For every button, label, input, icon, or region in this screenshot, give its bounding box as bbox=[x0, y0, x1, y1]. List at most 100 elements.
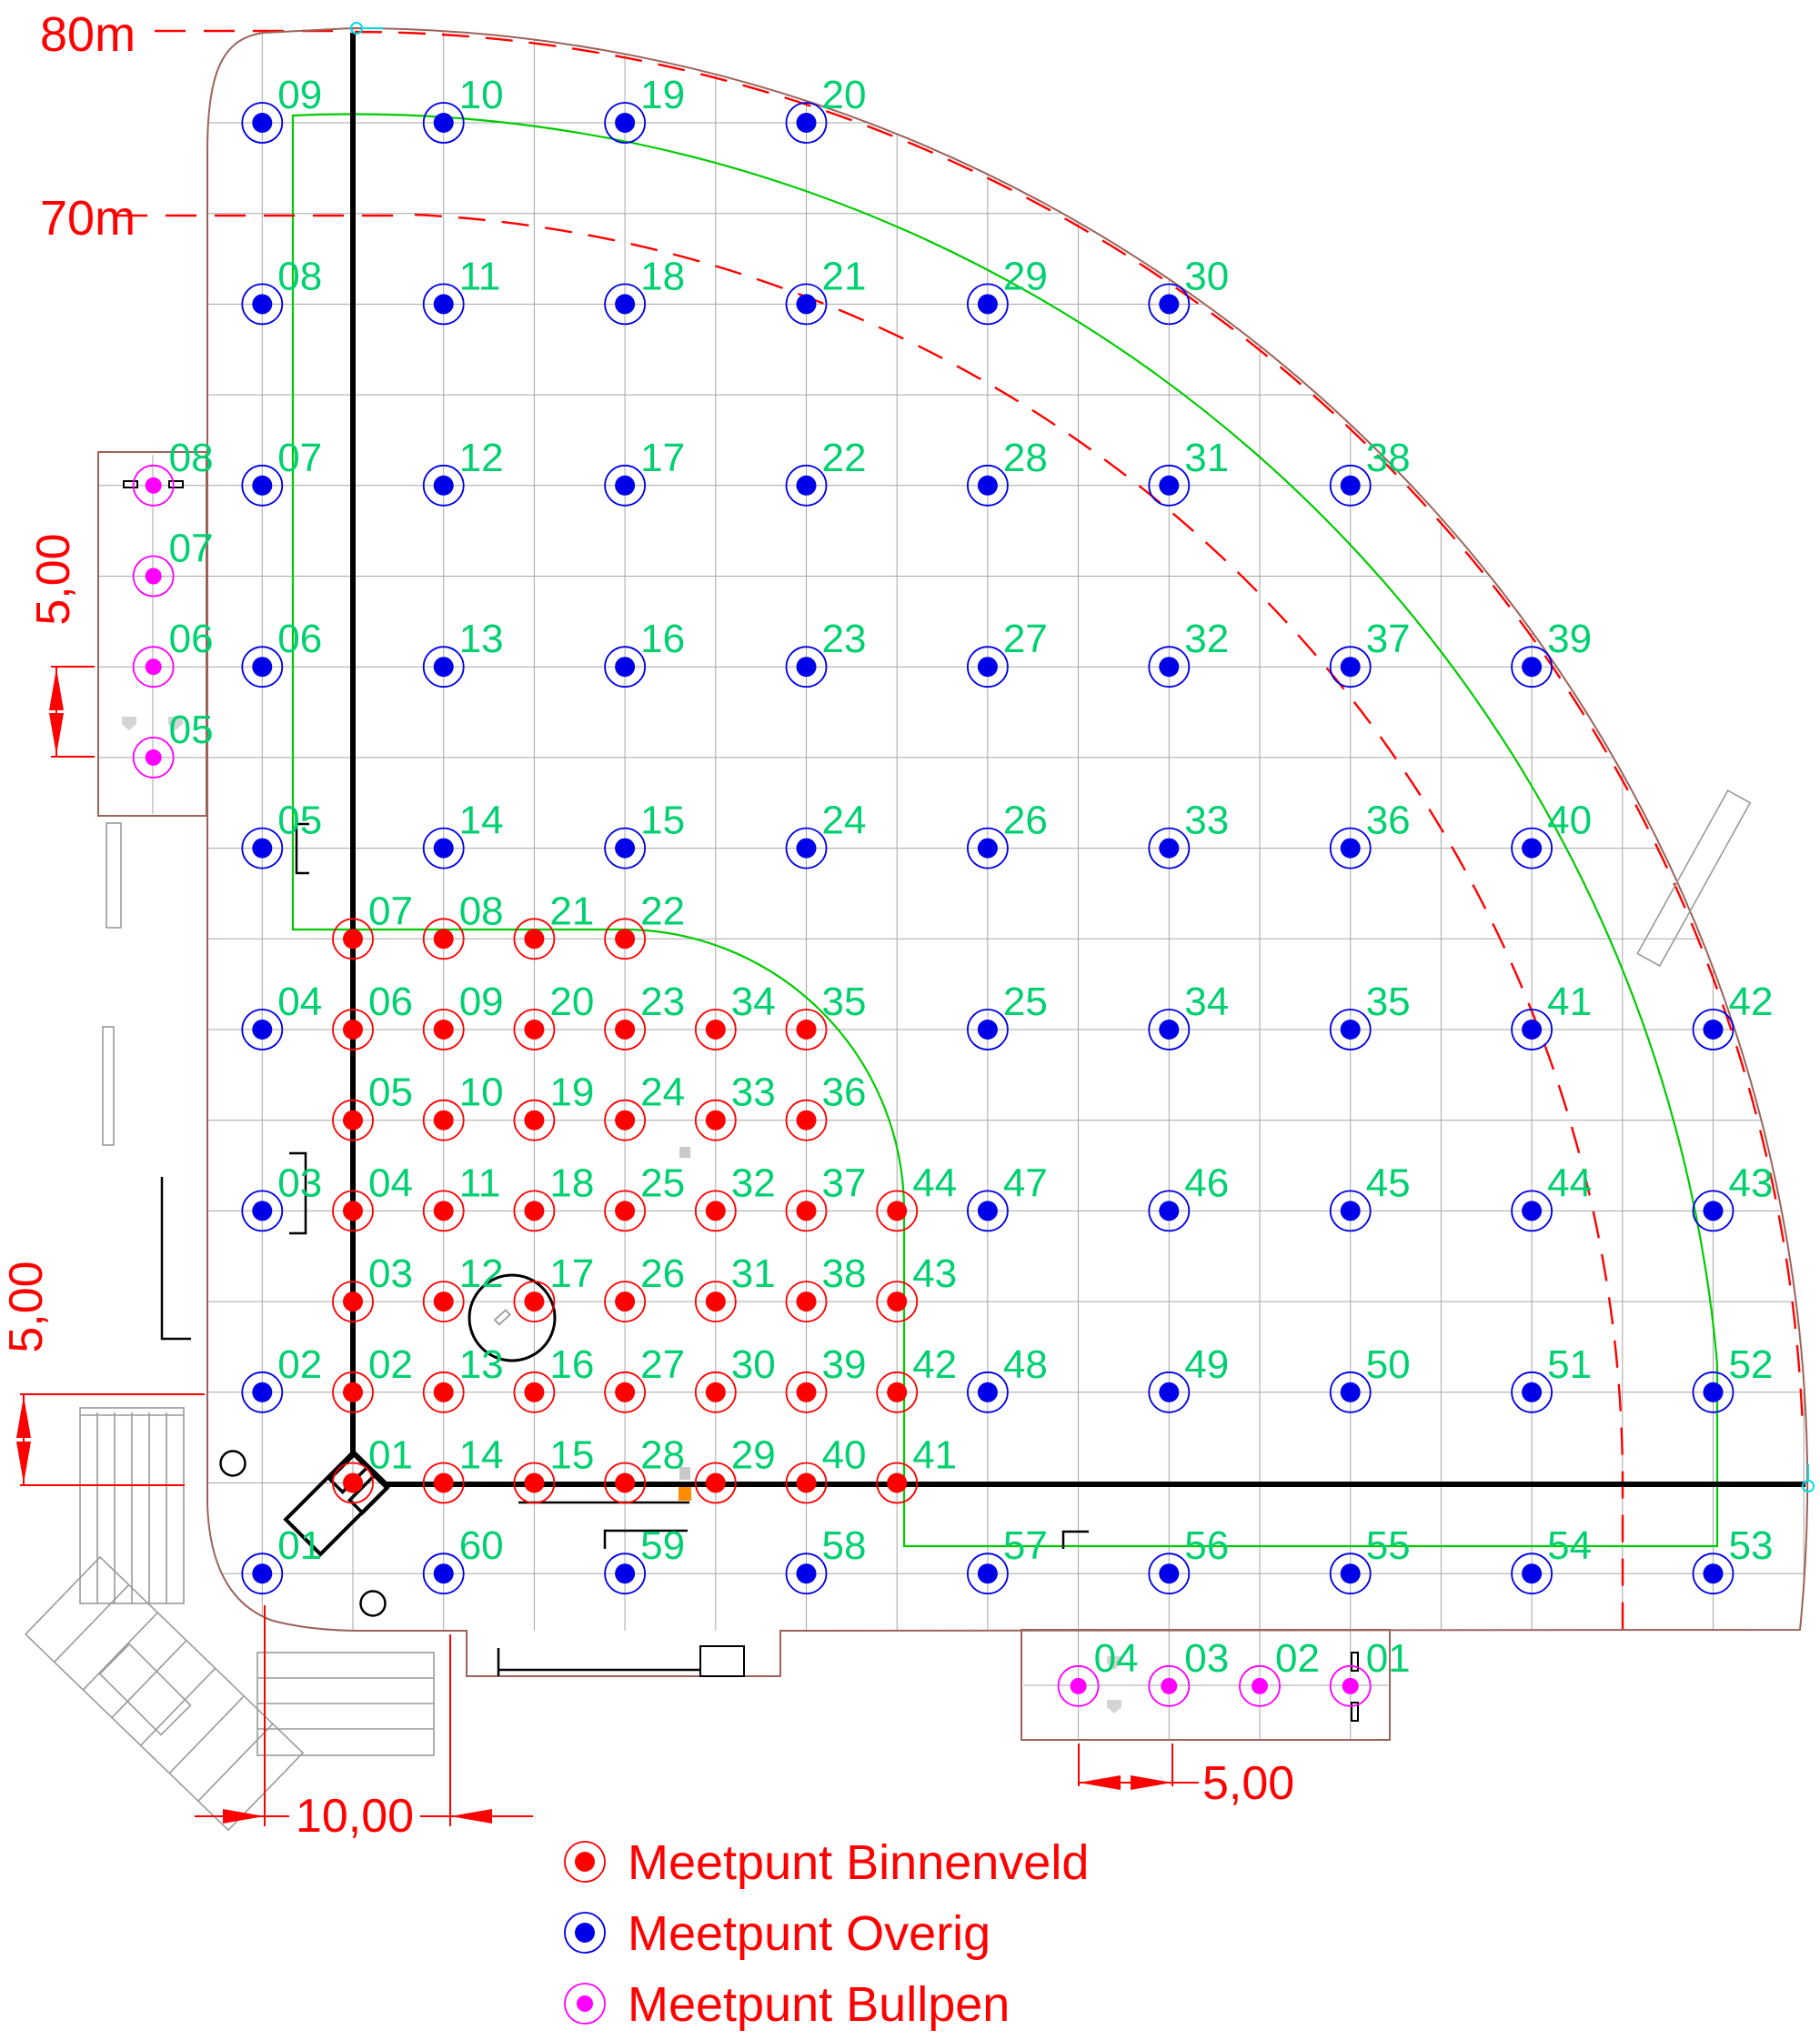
point-label: 10 bbox=[459, 73, 504, 117]
point-label: 23 bbox=[640, 980, 685, 1024]
measure-point-20: 20 bbox=[513, 980, 594, 1050]
measure-point-05: 05 bbox=[241, 799, 322, 869]
point-dot bbox=[524, 1472, 545, 1493]
point-ring bbox=[422, 646, 465, 688]
point-label: 23 bbox=[822, 617, 867, 661]
point-ring bbox=[1511, 1371, 1553, 1413]
measure-point-07: 07 bbox=[132, 527, 214, 598]
measure-point-38: 38 bbox=[785, 1251, 866, 1322]
point-ring bbox=[241, 464, 284, 507]
point-label: 13 bbox=[459, 617, 504, 661]
point-dot bbox=[977, 1020, 998, 1040]
point-label: 14 bbox=[459, 799, 504, 843]
legend-label: Meetpunt Bullpen bbox=[628, 1977, 1010, 2032]
on-deck-circle-left bbox=[219, 1450, 246, 1477]
point-dot bbox=[977, 1382, 998, 1402]
point-ring bbox=[967, 646, 1009, 688]
legend-item-overig: Meetpunt Overig bbox=[564, 1906, 990, 1961]
point-ring bbox=[1148, 1190, 1191, 1232]
point-dot bbox=[796, 294, 817, 315]
point-dot bbox=[977, 475, 998, 496]
point-dot bbox=[252, 294, 273, 315]
point-dot bbox=[1340, 1020, 1361, 1040]
point-label: 30 bbox=[731, 1342, 776, 1387]
point-dot bbox=[433, 1201, 454, 1221]
point-dot bbox=[252, 1563, 273, 1584]
bullpen01-tick-bottom bbox=[1351, 1702, 1359, 1722]
point-dot bbox=[887, 1201, 908, 1221]
point-dot bbox=[252, 838, 273, 859]
arrow-up bbox=[49, 668, 64, 710]
measure-point-19: 19 bbox=[513, 1070, 594, 1141]
point-label: 43 bbox=[1729, 1161, 1774, 1205]
point-label: 40 bbox=[1547, 799, 1592, 843]
bullpen01-tick-top bbox=[1351, 1652, 1359, 1672]
measure-point-11: 11 bbox=[422, 1161, 500, 1232]
point-label: 18 bbox=[549, 1161, 594, 1205]
left-bench-upper bbox=[106, 822, 122, 929]
point-dot bbox=[705, 1291, 726, 1312]
dimension-home-width: 10,00 bbox=[195, 1605, 533, 1843]
point-ring bbox=[1511, 646, 1553, 688]
point-dot bbox=[615, 657, 636, 678]
dimension-field-left: 5,00 bbox=[0, 1261, 205, 1486]
point-dot bbox=[1522, 1382, 1543, 1402]
point-dot bbox=[1340, 1563, 1361, 1584]
point-dot bbox=[705, 1201, 726, 1221]
point-ring bbox=[694, 1009, 737, 1050]
arrow-down bbox=[16, 1442, 31, 1483]
dugout-bench-box bbox=[699, 1645, 745, 1677]
point-ring bbox=[604, 1281, 646, 1322]
measure-point-30: 30 bbox=[1148, 254, 1229, 326]
point-ring bbox=[604, 464, 646, 507]
point-label: 26 bbox=[640, 1251, 685, 1296]
point-ring bbox=[241, 1553, 284, 1595]
point-dot bbox=[1342, 1677, 1359, 1694]
point-dot bbox=[977, 294, 998, 315]
point-dot bbox=[145, 658, 162, 676]
point-dot bbox=[1703, 1382, 1724, 1402]
point-label: 38 bbox=[1366, 436, 1411, 480]
legend-label: Meetpunt Binnenveld bbox=[628, 1835, 1089, 1890]
measure-point-44: 44 bbox=[1511, 1161, 1592, 1232]
point-dot bbox=[252, 1020, 273, 1040]
point-ring bbox=[785, 102, 828, 144]
point-dot bbox=[615, 113, 636, 133]
measure-point-16: 16 bbox=[513, 1342, 594, 1413]
point-ring bbox=[1329, 1190, 1372, 1232]
dim-text: 10,00 bbox=[296, 1790, 414, 1843]
measure-point-40: 40 bbox=[1511, 799, 1592, 869]
point-dot bbox=[1159, 1382, 1180, 1402]
measure-point-29: 29 bbox=[694, 1433, 776, 1504]
point-ring bbox=[422, 1009, 465, 1050]
measure-point-38: 38 bbox=[1329, 436, 1411, 507]
point-label: 32 bbox=[731, 1161, 776, 1205]
point-ring bbox=[604, 1553, 646, 1595]
point-ring bbox=[604, 1371, 646, 1413]
point-ring bbox=[332, 1009, 374, 1050]
point-label: 46 bbox=[1184, 1161, 1229, 1205]
point-label: 25 bbox=[640, 1161, 685, 1205]
point-label: 56 bbox=[1184, 1523, 1229, 1568]
point-ring bbox=[785, 1553, 828, 1595]
black-details bbox=[123, 480, 1359, 1722]
point-ring bbox=[241, 646, 284, 688]
point-ring bbox=[694, 1190, 737, 1232]
point-dot bbox=[1703, 1563, 1724, 1584]
point-label: 35 bbox=[1366, 980, 1411, 1024]
measure-point-01: 01 bbox=[241, 1523, 322, 1595]
measure-point-26: 26 bbox=[967, 799, 1048, 869]
measure-point-25: 25 bbox=[967, 980, 1048, 1050]
point-dot bbox=[433, 838, 454, 859]
point-ring bbox=[785, 1281, 828, 1322]
measure-point-31: 31 bbox=[1148, 436, 1229, 507]
on-deck-circle-right bbox=[359, 1590, 387, 1617]
bullpen08-tick-left bbox=[123, 480, 138, 488]
point-ring bbox=[1057, 1664, 1100, 1707]
point-dot bbox=[343, 1291, 363, 1312]
point-ring bbox=[1329, 827, 1372, 869]
point-ring bbox=[422, 1371, 465, 1413]
point-ring bbox=[513, 918, 556, 960]
arc-80m-line bbox=[354, 30, 1805, 1432]
